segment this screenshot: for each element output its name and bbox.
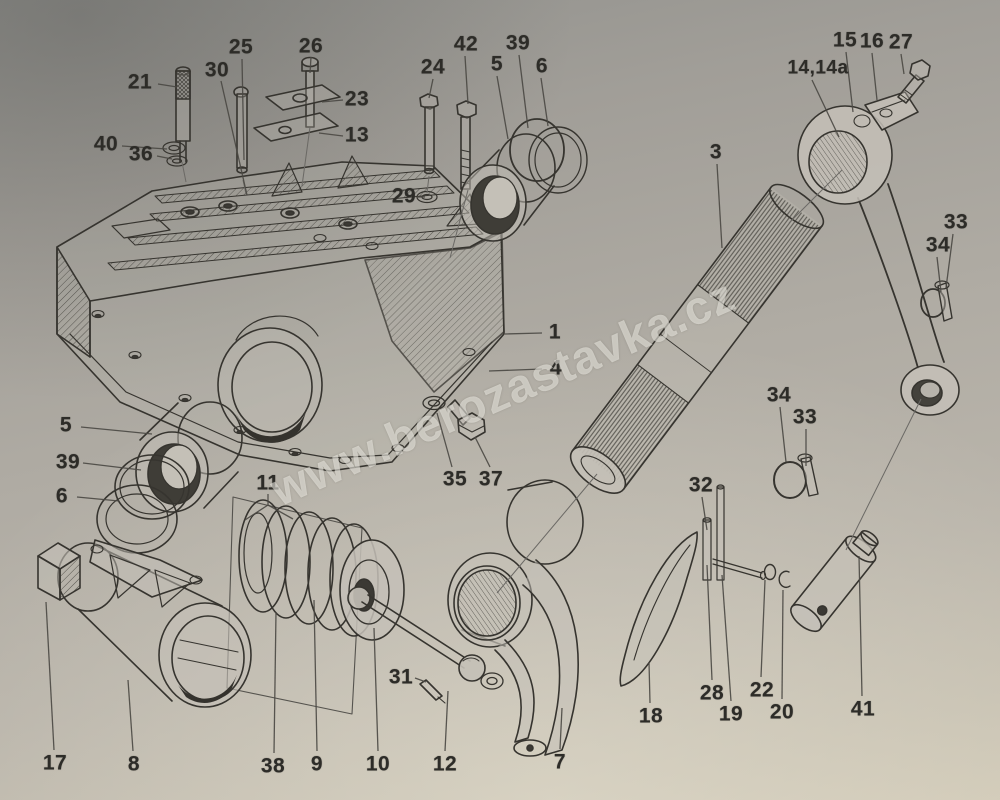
part-label-37: 37 (478, 467, 504, 491)
part-label-14-14a: 14,14a (787, 57, 849, 79)
part-label-33-upper: 33 (943, 210, 969, 234)
part-label-3: 3 (709, 140, 723, 164)
part-label-34-upper: 34 (925, 233, 951, 257)
part-label-28: 28 (699, 681, 725, 705)
cup-9-drawing (339, 539, 405, 641)
part-label-33-mid: 33 (792, 405, 818, 429)
part-label-5-top: 5 (490, 52, 504, 76)
ring-39-left-drawing (114, 454, 190, 520)
part-label-15: 15 (832, 28, 858, 52)
housing-cover-drawing (56, 155, 505, 472)
part-label-27: 27 (888, 30, 914, 54)
part-label-26: 26 (298, 34, 324, 58)
push-rod-10-drawing (347, 586, 486, 682)
stud-21-drawing (175, 66, 191, 163)
part-label-1: 1 (548, 320, 562, 344)
splined-shaft-3-drawing (569, 183, 825, 494)
bolt-37-drawing (447, 399, 486, 441)
part-label-5-left: 5 (59, 413, 73, 437)
part-label-21: 21 (127, 70, 153, 94)
part-label-39-top: 39 (505, 31, 531, 55)
part-label-6-top: 6 (535, 54, 549, 78)
part-label-9: 9 (310, 752, 324, 776)
part-label-24: 24 (420, 55, 446, 79)
pins-19-28-drawing (702, 484, 767, 581)
stud-25-drawing (233, 86, 249, 174)
part-label-17: 17 (42, 751, 68, 775)
part-label-13: 13 (344, 123, 370, 147)
leader-lines (45, 51, 954, 754)
part-label-34-mid: 34 (766, 383, 792, 407)
part-label-8: 8 (127, 752, 141, 776)
washer-12-drawing (480, 672, 504, 690)
cylinder-8-drawing (57, 539, 252, 708)
part-label-16: 16 (859, 29, 885, 53)
part-label-25: 25 (228, 35, 254, 59)
pin-31-drawing (419, 679, 446, 704)
part-label-36: 36 (128, 142, 154, 166)
part-label-19: 19 (718, 702, 744, 726)
wedge-17-drawing (37, 542, 81, 601)
part-label-41: 41 (850, 697, 876, 721)
part-label-20: 20 (769, 700, 795, 724)
part-label-10: 10 (365, 752, 391, 776)
part-label-23: 23 (344, 87, 370, 111)
sleeve-5-upper-drawing (459, 118, 588, 242)
pin-41-drawing (790, 530, 879, 633)
assembly-axis-lines (181, 126, 922, 594)
linch-pin-33-34-mid-drawing (773, 453, 819, 499)
part-label-18: 18 (638, 704, 664, 728)
fork-7-drawing (447, 479, 584, 757)
part-label-12: 12 (432, 752, 458, 776)
part-label-31: 31 (388, 665, 414, 689)
part-label-22: 22 (749, 678, 775, 702)
part-label-4: 4 (549, 356, 563, 380)
bolt-42-drawing (456, 100, 477, 190)
linch-pin-33-34-upper-drawing (920, 280, 953, 322)
part-label-38: 38 (260, 754, 286, 778)
washer-35-drawing (422, 395, 446, 411)
gasket-18-drawing (619, 531, 698, 687)
ring-6-left-drawing (96, 484, 178, 554)
plate-23-drawing (265, 84, 341, 111)
part-label-39-left: 39 (55, 450, 81, 474)
washer-22-clip-20-drawing (763, 563, 791, 589)
part-label-30: 30 (204, 58, 230, 82)
washer-40-nut-36-drawing (162, 141, 188, 167)
bolt-24-drawing (419, 93, 439, 175)
part-label-11: 11 (256, 471, 280, 495)
part-label-6-left: 6 (55, 484, 69, 508)
part-label-40: 40 (93, 132, 119, 156)
part-label-32: 32 (688, 473, 714, 497)
part-label-7: 7 (553, 750, 567, 774)
part-label-35: 35 (442, 467, 468, 491)
part-label-29: 29 (391, 184, 417, 208)
part-label-42: 42 (453, 32, 479, 56)
clamp-bolt-27-drawing (897, 59, 931, 104)
plate-13-drawing (253, 112, 339, 142)
